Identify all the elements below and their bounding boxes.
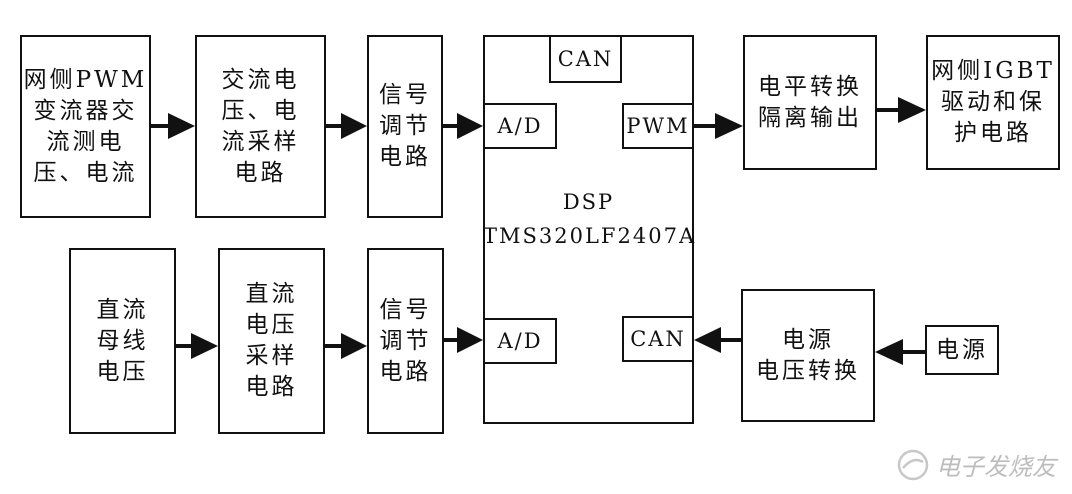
grid-side-sensing-label: 网侧PWM 变流器交 流测电 压、电流: [23, 66, 148, 186]
grid-side-sensing-block: 网侧PWM 变流器交 流测电 压、电流: [20, 35, 151, 218]
dc-bus-voltage-block: 直流 母线 电压: [69, 248, 176, 434]
dsp-can-port-top: CAN: [549, 35, 622, 83]
dsp-ad-port-2-label: A/D: [497, 328, 543, 353]
dsp-ad-port-1-label: A/D: [497, 113, 543, 138]
power-source-label: 电源: [936, 336, 988, 363]
dsp-ad-port-1: A/D: [483, 103, 557, 149]
watermark: 电子发烧友: [896, 447, 1056, 482]
dsp-pwm-port-label: PWM: [626, 113, 690, 138]
signal-conditioning-block-2: 信号 调节 电路: [367, 248, 444, 434]
power-voltage-converter-label: 电源 电压转换: [756, 326, 860, 384]
ac-sampling-block: 交流电 压、电 流采样 电路: [195, 35, 326, 218]
power-source-block: 电源: [925, 325, 999, 375]
watermark-logo-icon: [897, 449, 929, 480]
dc-bus-voltage-label: 直流 母线 电压: [96, 296, 149, 385]
signal-conditioning-label-1: 信号 调节 电路: [379, 82, 431, 170]
dsp-can-port-top-label: CAN: [557, 46, 614, 71]
dsp-can-port-bottom-label: CAN: [630, 326, 686, 351]
ac-sampling-label: 交流电 压、电 流采样 电路: [221, 66, 300, 186]
igbt-driver-protection-label: 网侧IGBT 驱动和保 护电路: [931, 58, 1055, 146]
signal-conditioning-block-1: 信号 调节 电路: [367, 35, 443, 218]
dsp-model-label: TMS320LF2407A: [483, 224, 697, 248]
dsp-can-port-bottom: CAN: [622, 316, 694, 362]
dsp-pwm-port: PWM: [622, 103, 694, 149]
level-shift-isolation-block: 电平转换 隔离输出: [743, 35, 877, 170]
dc-sampling-block: 直流 电压 采样 电路: [218, 248, 325, 434]
power-voltage-converter-block: 电源 电压转换: [741, 289, 875, 422]
dsp-ad-port-2: A/D: [483, 318, 557, 364]
level-shift-isolation-label: 电平转换 隔离输出: [758, 73, 862, 131]
igbt-driver-protection-block: 网侧IGBT 驱动和保 护电路: [926, 35, 1060, 170]
signal-conditioning-label-2: 信号 调节 电路: [379, 296, 432, 385]
watermark-text: 电子发烧友: [936, 453, 1056, 481]
dsp-label: DSP: [562, 190, 615, 214]
dc-sampling-label: 直流 电压 采样 电路: [245, 281, 298, 400]
